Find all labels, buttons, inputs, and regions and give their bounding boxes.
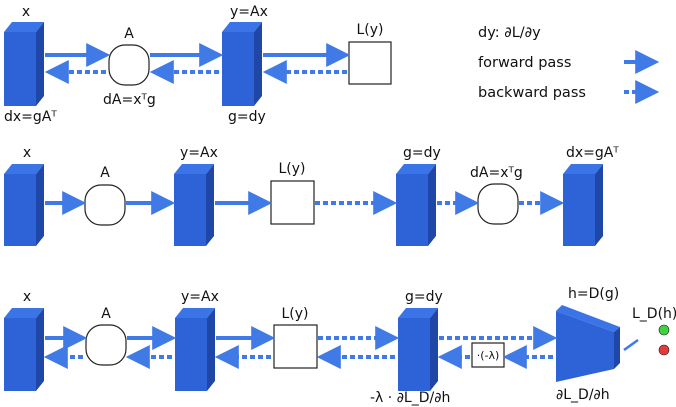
- row3-LD-label: L_D(h): [632, 306, 676, 322]
- row3-y-block: [175, 308, 215, 391]
- row1-y-label: y=Ax: [230, 4, 268, 20]
- row1-diagram: x dx=gAᵀ A dA=xᵀg y=Ax g=dy L(y): [4, 4, 392, 125]
- row3-scale-node: [471, 342, 505, 368]
- row3-A-label: A: [101, 306, 111, 322]
- legend-forward-label: forward pass: [478, 55, 571, 71]
- row3-g-label: g=dy: [405, 289, 443, 305]
- legend-dy-label: dy: ∂L/∂y: [478, 25, 541, 41]
- row2-x-block: [4, 164, 44, 246]
- row3-x-label: x: [23, 289, 31, 305]
- real-indicator-icon: [658, 324, 670, 336]
- fake-indicator-icon: [658, 344, 670, 356]
- row3-h-label: h=D(g): [568, 286, 619, 302]
- row1-x-label: x: [22, 4, 30, 20]
- row2-g-label: g=dy: [403, 145, 441, 161]
- row2-dA-node: [477, 183, 519, 225]
- row3-y-label: y=Ax: [181, 289, 219, 305]
- row2-A-label: A: [100, 165, 110, 181]
- row3-diagram: x A y=Ax L(y) g=dy -λ · ∂L_D/∂h ·(-λ) h=…: [4, 286, 676, 406]
- row1-A-node: [108, 44, 150, 86]
- row3-dLD-label: ∂L_D/∂h: [556, 387, 610, 403]
- row3-discriminator-block: [556, 305, 620, 382]
- row1-x-block: [4, 22, 44, 106]
- row3-LD-connector: [623, 338, 639, 352]
- row2-L-node: [270, 180, 315, 225]
- row2-L-label: L(y): [278, 161, 305, 177]
- row2-A-node: [84, 184, 126, 226]
- row2-diagram: x A y=Ax L(y) g=dy dA=xᵀg dx=gAᵀ: [4, 145, 619, 246]
- row3-A-node: [85, 324, 127, 366]
- row3-neg-grad-label: -λ · ∂L_D/∂h: [370, 390, 450, 406]
- row3-g-block: [398, 308, 438, 391]
- row2-dx-label: dx=gAᵀ: [566, 145, 619, 161]
- legend: dy: ∂L/∂y forward pass backward pass: [478, 25, 660, 104]
- row3-scale-label: ·(-λ): [477, 349, 500, 362]
- row2-y-block: [174, 164, 214, 246]
- row2-dA-label: dA=xᵀg: [470, 165, 523, 181]
- row3-x-block: [4, 308, 44, 391]
- row1-L-label: L(y): [356, 22, 383, 38]
- row1-L-node: [348, 41, 392, 85]
- row2-x-label: x: [23, 145, 31, 161]
- legend-backward-label: backward pass: [478, 85, 586, 101]
- row2-y-label: y=Ax: [180, 145, 218, 161]
- row3-L-node: [273, 324, 318, 369]
- row1-y-block: [222, 22, 262, 106]
- row1-dx-label: dx=gAᵀ: [4, 109, 57, 125]
- row1-A-label: A: [124, 26, 134, 42]
- row1-dA-label: dA=xᵀg: [103, 92, 156, 108]
- row1-g-label: g=dy: [228, 109, 266, 125]
- row3-L-label: L(y): [281, 306, 308, 322]
- row2-g-block: [396, 164, 436, 246]
- row2-dx-block: [563, 164, 603, 246]
